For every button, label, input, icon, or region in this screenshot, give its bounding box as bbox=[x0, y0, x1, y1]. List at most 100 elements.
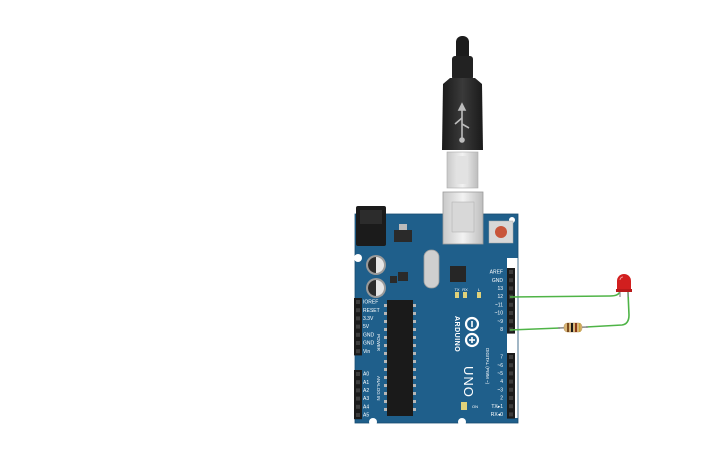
header-pin[interactable] bbox=[356, 372, 360, 376]
resistor-band bbox=[575, 323, 577, 332]
rx-led bbox=[463, 292, 467, 298]
pin-label: Vin bbox=[363, 349, 370, 355]
header-pin[interactable] bbox=[509, 286, 513, 291]
pin-label: ~11 bbox=[495, 302, 503, 308]
pin-label: AREF bbox=[490, 270, 503, 276]
regulator-tab bbox=[399, 224, 407, 230]
header-pin[interactable] bbox=[356, 404, 360, 409]
wire-resistor-to-led[interactable] bbox=[585, 291, 630, 328]
header-pin[interactable] bbox=[509, 355, 513, 359]
pin-label: GND bbox=[363, 341, 375, 347]
header-pin[interactable] bbox=[509, 270, 513, 274]
capacitor-mark bbox=[368, 257, 376, 273]
header-pin[interactable] bbox=[509, 412, 513, 417]
header-pin[interactable] bbox=[509, 363, 513, 368]
arduino-uno-board[interactable]: TX RX L ON bbox=[354, 191, 519, 426]
header-pin[interactable] bbox=[356, 380, 360, 385]
header-pin[interactable] bbox=[356, 341, 360, 345]
pin-label: RX◂0 bbox=[491, 412, 503, 418]
chip-pins bbox=[384, 304, 416, 411]
header-pin[interactable] bbox=[356, 308, 360, 313]
pin-label: 13 bbox=[497, 286, 503, 292]
pin-label: A4 bbox=[363, 404, 369, 410]
on-label: ON bbox=[472, 404, 478, 409]
led-base bbox=[616, 289, 632, 292]
header-housing bbox=[354, 370, 362, 420]
uno-text: UNO bbox=[461, 366, 476, 398]
header-pin[interactable] bbox=[356, 300, 360, 304]
led-highlight bbox=[619, 276, 624, 281]
pin-label: TX▸1 bbox=[491, 404, 503, 410]
arduino-logo-text: ARDUINO bbox=[453, 316, 460, 352]
usb-icon bbox=[454, 102, 470, 143]
pin-label: A1 bbox=[363, 380, 369, 386]
header-pin[interactable] bbox=[509, 311, 513, 315]
crystal-oscillator bbox=[423, 249, 440, 289]
pin-label: A2 bbox=[363, 388, 369, 394]
header-housing bbox=[507, 268, 515, 334]
pin-label: 2 bbox=[500, 396, 503, 402]
header-pin[interactable] bbox=[509, 404, 513, 409]
resistor-band bbox=[579, 323, 581, 332]
usb-plug-inner bbox=[457, 156, 468, 184]
smd-component bbox=[390, 276, 397, 283]
reset-button[interactable] bbox=[495, 226, 507, 238]
header-pin[interactable] bbox=[509, 379, 513, 384]
header-pin[interactable] bbox=[356, 324, 360, 329]
smd-component bbox=[398, 272, 408, 281]
tx-label: TX bbox=[454, 287, 459, 292]
wire-pin10-to-resistor[interactable] bbox=[509, 327, 561, 331]
pin-label: ~3 bbox=[497, 387, 503, 393]
rx-label: RX bbox=[462, 287, 468, 292]
pin-label: RESET bbox=[363, 308, 380, 314]
arduino-logo bbox=[464, 316, 480, 348]
mounting-hole bbox=[458, 418, 466, 426]
l-led bbox=[477, 292, 481, 298]
header-pin[interactable] bbox=[509, 387, 513, 392]
resistor-band bbox=[571, 323, 573, 332]
wire-gnd-to-led[interactable] bbox=[509, 290, 621, 298]
header-pin[interactable] bbox=[509, 278, 513, 283]
resistor-band bbox=[567, 323, 569, 332]
l-label: L bbox=[478, 287, 481, 292]
voltage-regulator bbox=[394, 230, 412, 242]
header-pin[interactable] bbox=[509, 319, 513, 324]
mounting-hole bbox=[354, 254, 362, 262]
pin-label: 12 bbox=[497, 294, 503, 300]
capacitor-mark bbox=[368, 280, 376, 296]
pin-label: A3 bbox=[363, 396, 369, 402]
header-pin[interactable] bbox=[356, 413, 360, 417]
resistor[interactable] bbox=[557, 322, 589, 333]
red-led[interactable] bbox=[616, 274, 632, 297]
header-pin[interactable] bbox=[356, 316, 360, 321]
on-led bbox=[461, 402, 467, 410]
pin-label: 5V bbox=[363, 324, 370, 330]
pin-label: IOREF bbox=[363, 300, 378, 306]
pin-label: A0 bbox=[363, 372, 369, 378]
digital-header-label: DIGITAL (PWM ~) bbox=[485, 348, 490, 385]
header-pin[interactable] bbox=[356, 349, 360, 354]
header-pin[interactable] bbox=[509, 371, 513, 376]
header-pin[interactable] bbox=[356, 332, 360, 337]
power-jack-top bbox=[360, 210, 382, 224]
header-pin[interactable] bbox=[356, 388, 360, 393]
analog-header-label: ANALOG IN bbox=[376, 376, 381, 401]
led-dome bbox=[617, 274, 631, 290]
usb-chip bbox=[450, 266, 466, 282]
header-pin[interactable] bbox=[356, 396, 360, 401]
pin-label: GND bbox=[363, 332, 375, 338]
header-pin[interactable] bbox=[509, 302, 513, 307]
pin-label: 8 bbox=[500, 327, 503, 333]
usb-cable[interactable] bbox=[442, 36, 483, 189]
header-housing bbox=[507, 353, 515, 419]
tx-led bbox=[455, 292, 459, 298]
mounting-hole bbox=[369, 418, 377, 426]
header-pin[interactable] bbox=[509, 396, 513, 400]
pin-label: 4 bbox=[500, 379, 503, 385]
usb-socket-inner bbox=[451, 201, 475, 233]
power-header-label: POWER bbox=[376, 334, 381, 352]
